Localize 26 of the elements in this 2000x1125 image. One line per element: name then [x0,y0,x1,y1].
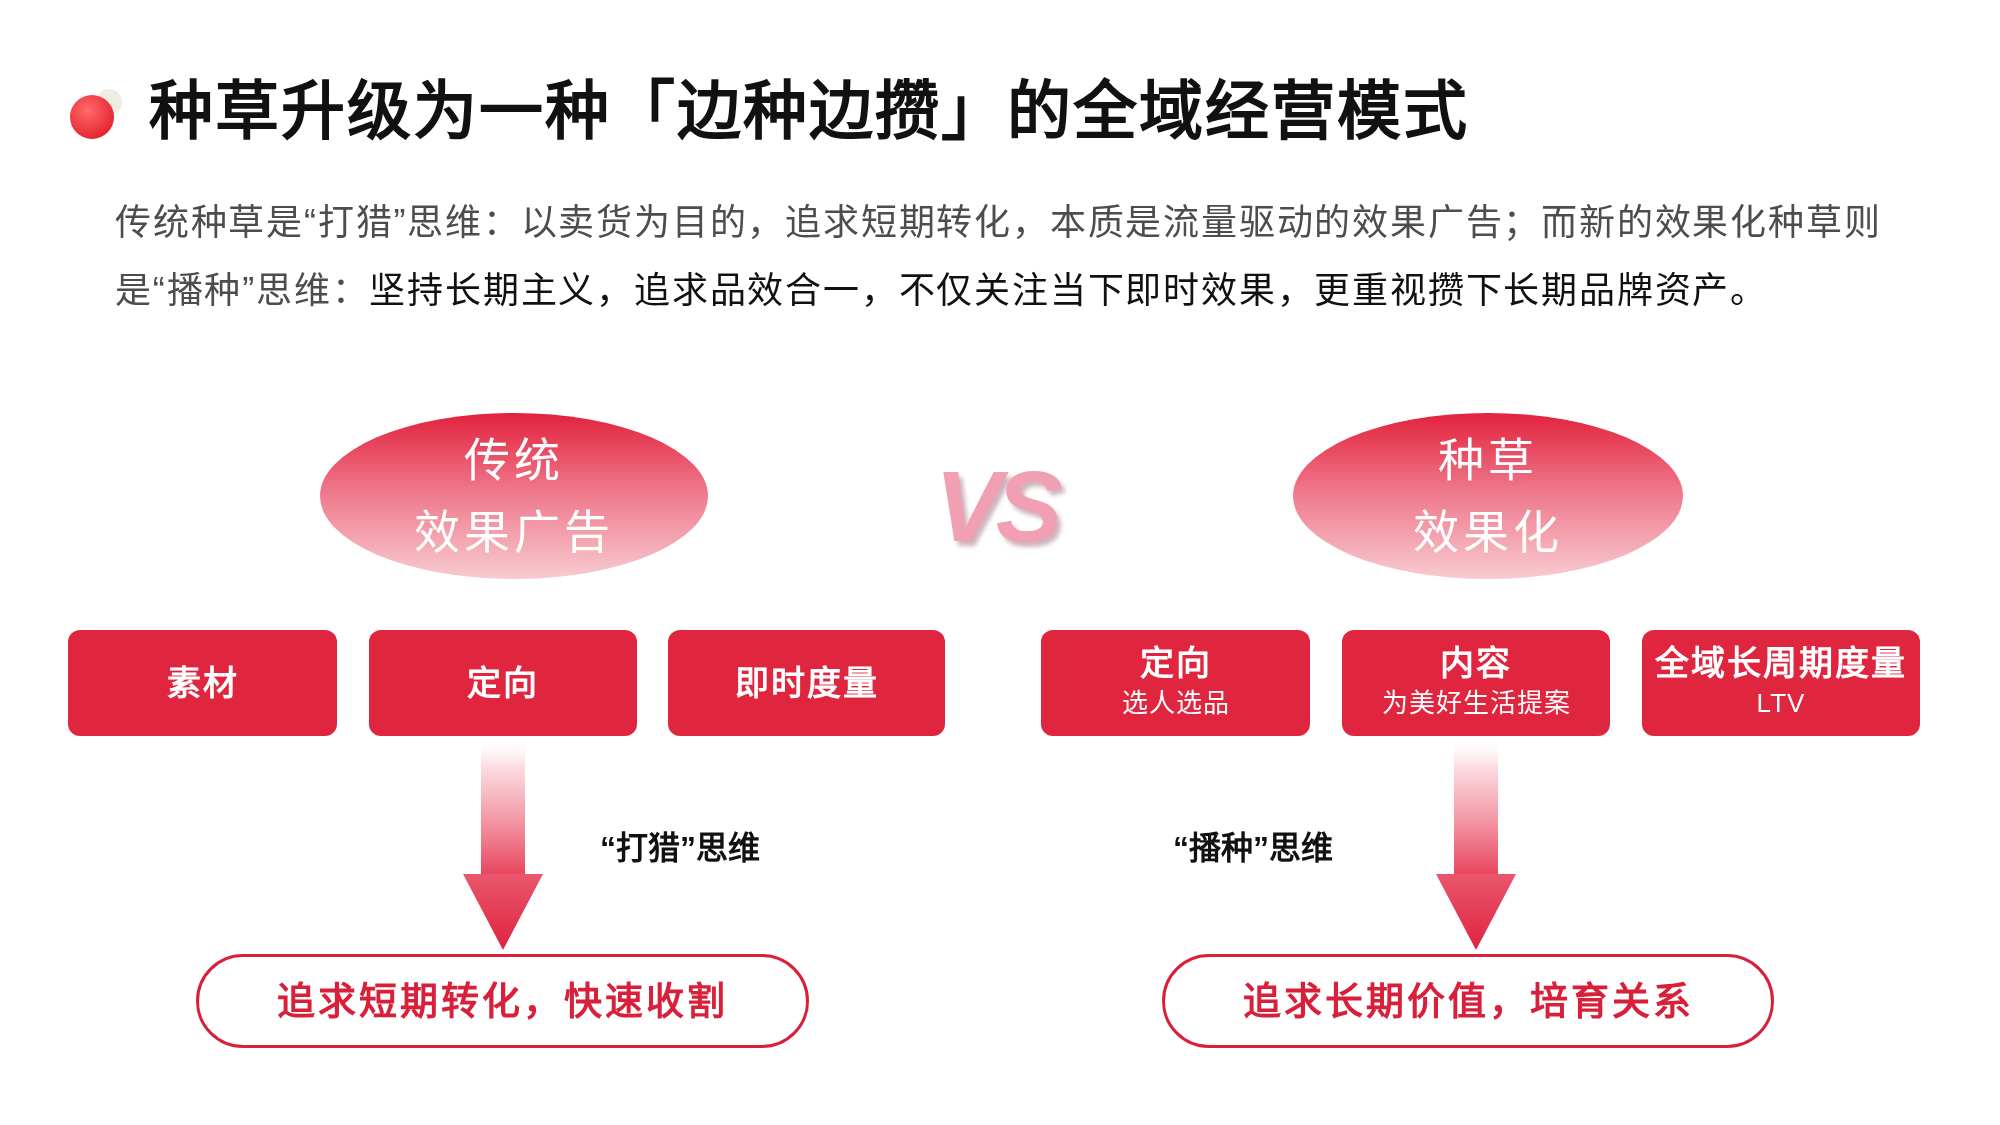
vs-text: VS [935,456,1057,556]
result-text: 追求短期转化，快速收割 [277,979,728,1024]
category-box [68,630,337,736]
heading-text: 效果化 [1413,505,1563,560]
category-box [1642,630,1920,736]
category-text: 即时度量 [734,663,879,703]
category-text: 定向 [467,663,539,703]
category-text: 素材 [166,663,239,703]
category-box [668,630,945,736]
category-box [1041,630,1310,736]
category-box [1342,630,1610,736]
category-text: 定向 [1139,643,1212,683]
heading-text: 传统 [464,433,564,488]
category-subtext: LTV [1756,687,1806,720]
category-subtext: 为美好生活提案 [1381,687,1571,720]
description-text: 传统种草是“打猎”思维：以卖货为目的，追求短期转化，本质是流量驱动的效果广告；而新的效果化种草则是“播种”思维：坚持长期主义，追求品效合一，不仅关注当下即时效果，更重视攒下长期品牌资产。 [115,201,1883,313]
category-text: 全域长周期度量 [1655,643,1907,683]
result-text: 追求长期价值，培育关系 [1242,979,1694,1024]
heading-ellipse [319,412,709,580]
heading-text: 种草 [1438,433,1538,488]
title: 种草升级为一种「边种边攒」的全域经营模式 [149,74,1469,149]
category-box [369,630,637,736]
category-subtext: 选人选品 [1121,687,1230,720]
category-text: 内容 [1440,643,1512,683]
heading-ellipse [1292,412,1684,580]
heading-text: 效果广告 [414,505,614,560]
